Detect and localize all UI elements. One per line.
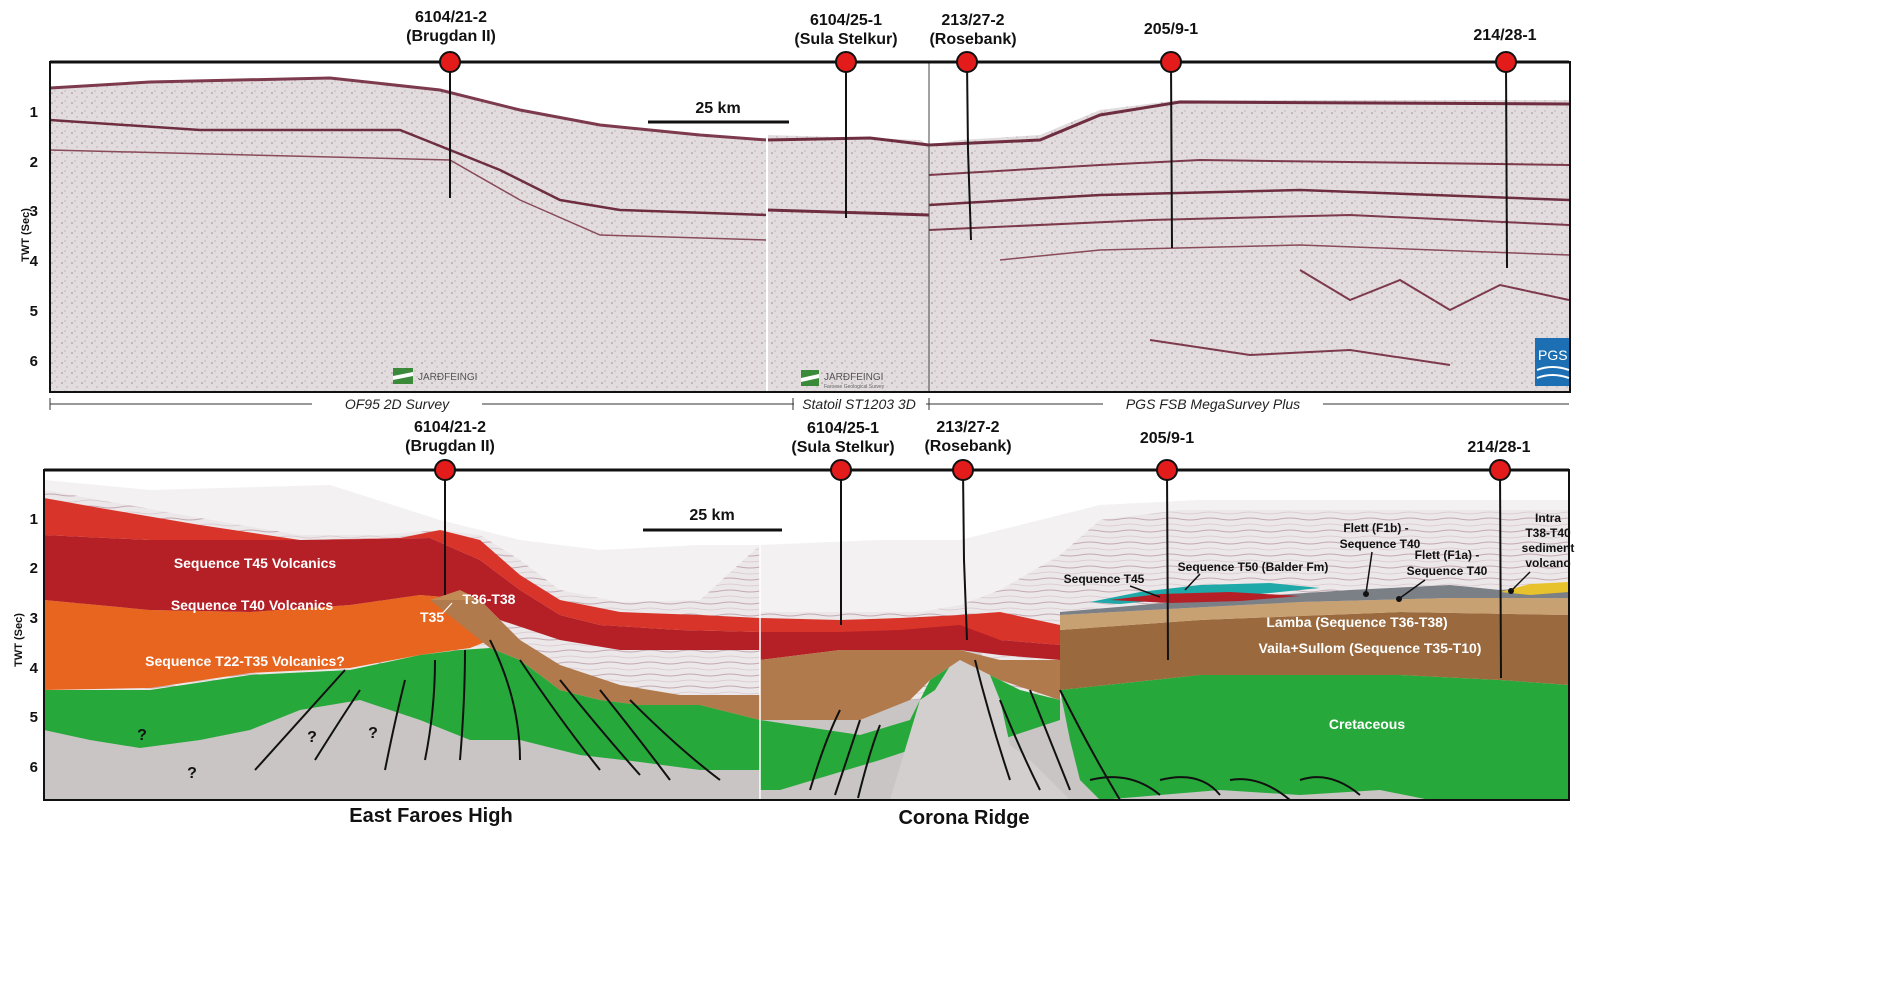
region-label: East Faroes High	[349, 805, 512, 827]
faults	[254, 639, 1361, 801]
well-marker	[952, 459, 974, 481]
tick-label: 6	[30, 759, 38, 776]
bottom-scale-bar: 25 km	[643, 507, 782, 532]
unit-label: T36-T38	[463, 591, 516, 607]
well-marker	[1495, 51, 1517, 73]
unit-label: Sequence T40	[1407, 564, 1488, 578]
survey-label: OF95 2D Survey	[345, 396, 450, 412]
well-id: 205/9-1	[1144, 21, 1198, 38]
bottom-interpreted-panel	[43, 468, 1570, 801]
well-id: 205/9-1	[1140, 430, 1194, 447]
unit-label: Cretaceous	[1329, 716, 1405, 732]
well-marker	[1489, 459, 1511, 481]
svg-text:25 km: 25 km	[695, 100, 740, 117]
well-marker	[835, 51, 857, 73]
well-name: (Rosebank)	[929, 31, 1016, 48]
unit-label: sediment	[1522, 541, 1575, 555]
unit-label: Flett (F1a) -	[1415, 548, 1480, 562]
well-marker	[434, 459, 456, 481]
well-id: 6104/25-1	[810, 12, 882, 29]
tick-label: 1	[30, 104, 38, 121]
unit-label: Sequence T40 Volcanics	[171, 597, 334, 613]
well-id: 6104/25-1	[807, 420, 879, 437]
well-id: 214/28-1	[1467, 439, 1530, 456]
tick-label: 4	[30, 253, 39, 270]
axis-label: TWT (Sec)	[13, 613, 25, 667]
unit-labels: Sequence T45 Volcanics Sequence T40 Volc…	[137, 511, 1574, 782]
region-label: Corona Ridge	[898, 807, 1029, 829]
tick-label: 6	[30, 353, 38, 370]
svg-text:JARÐFEINGI: JARÐFEINGI	[418, 372, 477, 383]
unit-label: Sequence T22-T35 Volcanics?	[145, 653, 345, 669]
well-name: (Sula Stelkur)	[794, 31, 897, 48]
well-name: (Brugdan II)	[405, 438, 495, 455]
tick-label: 5	[30, 709, 38, 726]
unknown-mark: ?	[187, 765, 197, 782]
unit-label: Flett (F1b) -	[1343, 521, 1408, 535]
well-id: 6104/21-2	[414, 419, 486, 436]
well-marker	[1160, 51, 1182, 73]
unit-label: Sequence T40	[1340, 537, 1421, 551]
well-marker	[439, 51, 461, 73]
tick-label: 2	[30, 560, 38, 577]
unit-label: Sequence T50 (Balder Fm)	[1178, 560, 1329, 574]
unit-label: T35	[420, 609, 444, 625]
top-wells: 6104/21-2 (Brugdan II) 6104/25-1 (Sula S…	[406, 9, 1537, 269]
svg-text:JARÐFEINGI: JARÐFEINGI	[824, 372, 883, 383]
tick-label: 3	[30, 203, 38, 220]
unit-label: Lamba (Sequence T36-T38)	[1266, 614, 1447, 630]
survey-label: Statoil ST1203 3D	[802, 396, 916, 412]
unit-label: Intra	[1535, 511, 1561, 525]
unknown-mark: ?	[368, 725, 378, 742]
survey-label: PGS FSB MegaSurvey Plus	[1126, 396, 1300, 412]
well-marker	[956, 51, 978, 73]
well-id: 6104/21-2	[415, 9, 487, 26]
bottom-twt-axis: TWT (Sec) 1 2 3 4 5 6	[13, 511, 39, 776]
well-name: (Sula Stelkur)	[791, 439, 894, 456]
tick-label: 1	[30, 511, 38, 528]
unknown-mark: ?	[307, 729, 317, 746]
svg-text:PGS: PGS	[1538, 347, 1568, 363]
survey-labels: OF95 2D Survey Statoil ST1203 3D PGS FSB…	[49, 396, 1569, 412]
top-seismic-panel	[49, 60, 1571, 393]
unit-label: volcano	[1525, 556, 1570, 570]
pgs-logo: PGS	[1535, 338, 1570, 386]
unit-label: Sequence T45 Volcanics	[174, 555, 337, 571]
well-name: (Rosebank)	[924, 438, 1011, 455]
region-labels: East Faroes High Corona Ridge	[349, 805, 1029, 829]
unknown-mark: ?	[137, 727, 147, 744]
tick-label: 4	[30, 660, 39, 677]
well-id: 213/27-2	[941, 12, 1004, 29]
unit-label: Sequence T45	[1064, 572, 1145, 586]
axis-label: TWT (Sec)	[20, 208, 32, 262]
tick-label: 3	[30, 610, 38, 627]
svg-text:25 km: 25 km	[689, 507, 734, 524]
unit-label: Vaila+Sullom (Sequence T35-T10)	[1259, 640, 1482, 656]
well-marker	[1156, 459, 1178, 481]
well-id: 214/28-1	[1473, 27, 1536, 44]
well-name: (Brugdan II)	[406, 28, 496, 45]
jardfeingi-logo: JARÐFEINGI Faroese Geological Survey	[801, 370, 885, 390]
top-twt-axis: TWT (Sec) 1 2 3 4 5 6	[20, 104, 39, 370]
tick-label: 5	[30, 303, 38, 320]
top-scale-bar: 25 km	[648, 100, 789, 124]
unit-label: T38-T40	[1525, 526, 1571, 540]
svg-text:Faroese Geological Survey: Faroese Geological Survey	[824, 384, 885, 390]
tick-label: 2	[30, 154, 38, 171]
well-id: 213/27-2	[936, 419, 999, 436]
well-marker	[830, 459, 852, 481]
jardfeingi-logo: JARÐFEINGI	[393, 368, 477, 384]
bottom-wells: 6104/21-2 (Brugdan II) 6104/25-1 (Sula S…	[405, 419, 1531, 679]
